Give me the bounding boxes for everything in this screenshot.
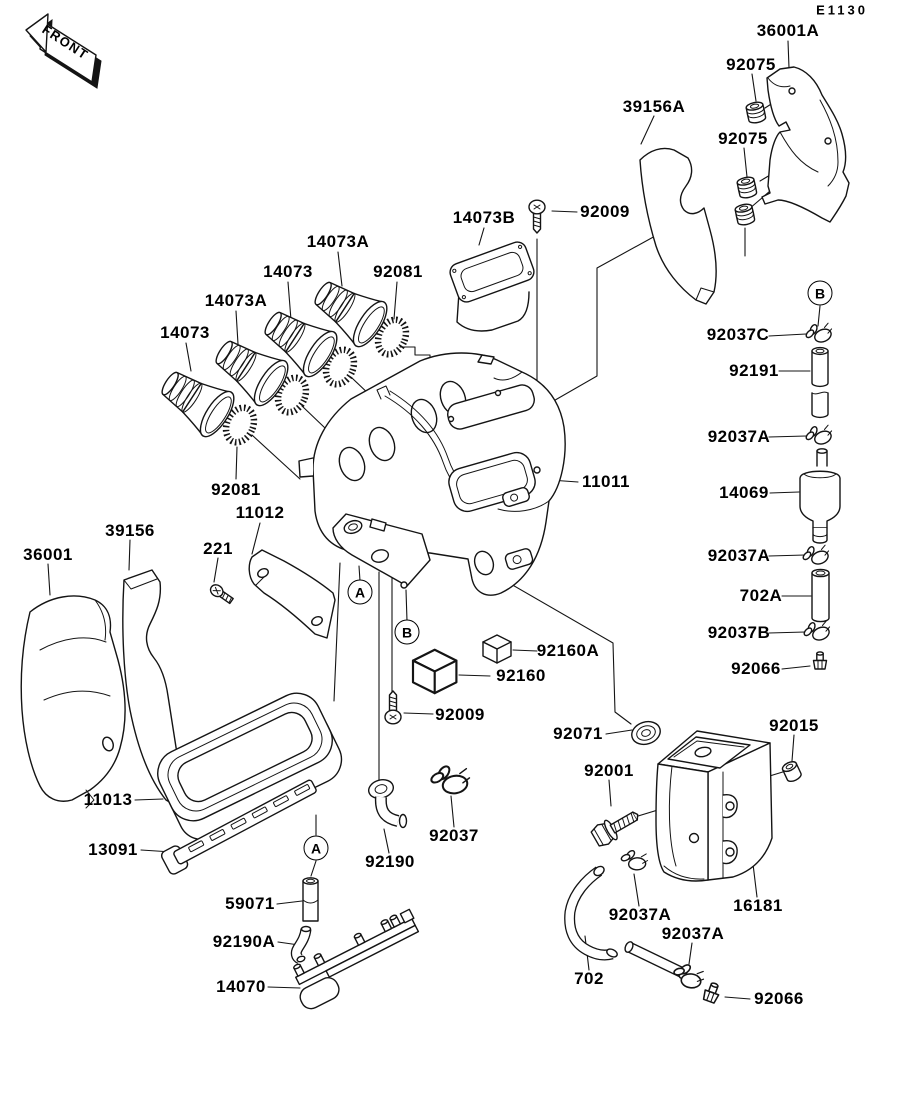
- cover-36001-drawing: [20, 595, 126, 809]
- damper-92160-drawing: [411, 648, 458, 695]
- hose-702-drawing: [564, 865, 688, 979]
- part-label-92037: 92037: [429, 826, 479, 845]
- part-label-702a: 702A: [739, 586, 783, 605]
- part-label-92015: 92015: [769, 716, 819, 735]
- part-label-702: 702: [574, 969, 604, 988]
- clamp-92037a-3-drawing: [616, 846, 651, 876]
- screw-221-drawing: [209, 584, 234, 605]
- part-label-92066: 92066: [731, 659, 781, 678]
- clamp-92037b-drawing: [801, 619, 833, 645]
- part-label-92081: 92081: [211, 480, 261, 499]
- part-label-14073: 14073: [160, 323, 210, 342]
- part-label-92037c: 92037C: [706, 325, 770, 344]
- part-label-92075: 92075: [726, 55, 776, 74]
- lid-14073b-drawing: [449, 241, 535, 332]
- part-label-92071: 92071: [553, 724, 603, 743]
- part-label-59071: 59071: [225, 894, 275, 913]
- part-label-92190a: 92190A: [212, 932, 276, 951]
- part-label-92001: 92001: [584, 761, 634, 780]
- breather-box-16181-drawing: [655, 730, 773, 882]
- part-label-92191: 92191: [729, 361, 779, 380]
- clamp-92037-drawing: [426, 761, 473, 800]
- part-label-92037a: 92037A: [707, 546, 771, 565]
- tube-702a-drawing: [811, 568, 830, 623]
- part-label-92160a: 92160A: [536, 641, 600, 660]
- cover-36001a-drawing: [733, 66, 850, 227]
- part-label-92037a: 92037A: [661, 924, 725, 943]
- canister-14069-drawing: [799, 448, 841, 544]
- part-label-92009: 92009: [580, 202, 630, 221]
- bolt-92001-drawing: [590, 811, 639, 847]
- screw-92009-bottom-drawing: [384, 690, 402, 725]
- part-label-11012: 11012: [235, 503, 285, 522]
- plug-92066-drawing: [812, 651, 828, 670]
- part-label-36001a: 36001A: [756, 21, 820, 40]
- pipe-nipples: [293, 914, 402, 977]
- front-arrow-sign: FRONT: [25, 13, 102, 89]
- part-label-36001: 36001: [23, 545, 73, 564]
- elbow-92190-drawing: [368, 779, 408, 829]
- right-column-parts: [799, 321, 841, 670]
- damper-92160a-drawing: [482, 634, 512, 664]
- clamp-92037c-drawing: [803, 321, 835, 347]
- part-label-92075: 92075: [718, 129, 768, 148]
- part-label-92160: 92160: [496, 666, 546, 685]
- part-label-39156: 39156: [105, 521, 155, 540]
- hose-92190a-drawing: [290, 925, 312, 964]
- part-label-92037a: 92037A: [707, 427, 771, 446]
- leader-lines: [47, 40, 827, 1000]
- grommet-92071-drawing: [631, 720, 661, 746]
- callout-circle-a: A: [303, 835, 329, 861]
- part-label-13091: 13091: [88, 840, 138, 859]
- part-label-92037b: 92037B: [707, 623, 771, 642]
- panel-39156a-drawing: [639, 147, 717, 305]
- part-label-14070: 14070: [216, 977, 266, 996]
- part-label-11011: 11011: [582, 472, 630, 491]
- part-label-92081: 92081: [373, 262, 423, 281]
- screw-92009-top-drawing: [528, 199, 546, 234]
- filter-11013-drawing: [157, 692, 343, 841]
- clamp-92037a-1-drawing: [803, 423, 835, 449]
- part-label-16181: 16181: [733, 896, 783, 915]
- airbox-11011-drawing: [298, 352, 566, 596]
- clamp-92037a-2-drawing: [800, 543, 832, 569]
- part-label-11013: 11013: [83, 790, 133, 809]
- part-label-14073a: 14073A: [204, 291, 268, 310]
- holder-13091-drawing: [160, 779, 317, 875]
- part-label-14069: 14069: [719, 483, 769, 502]
- part-label-14073b: 14073B: [452, 208, 516, 227]
- pipe-14070-drawing: [293, 908, 420, 1010]
- part-label-92009: 92009: [435, 705, 485, 724]
- part-label-14073a: 14073A: [306, 232, 370, 251]
- callout-circle-b: B: [394, 619, 420, 645]
- part-label-92190: 92190: [365, 852, 415, 871]
- callout-circle-b: B: [807, 280, 833, 306]
- plug-92066-bottom-drawing: [701, 980, 723, 1005]
- part-label-92037a: 92037A: [608, 905, 672, 924]
- part-label-221: 221: [203, 539, 233, 558]
- collar-92015-drawing: [781, 761, 802, 783]
- tube-92191-drawing: [811, 346, 829, 419]
- callout-circle-a: A: [347, 579, 373, 605]
- page-code: E1130: [816, 2, 868, 18]
- tube-59071-drawing: [302, 877, 319, 922]
- part-label-39156a: 39156A: [622, 97, 686, 116]
- part-label-14073: 14073: [263, 262, 313, 281]
- bracket-11012-drawing: [248, 549, 336, 639]
- part-label-92066: 92066: [754, 989, 804, 1008]
